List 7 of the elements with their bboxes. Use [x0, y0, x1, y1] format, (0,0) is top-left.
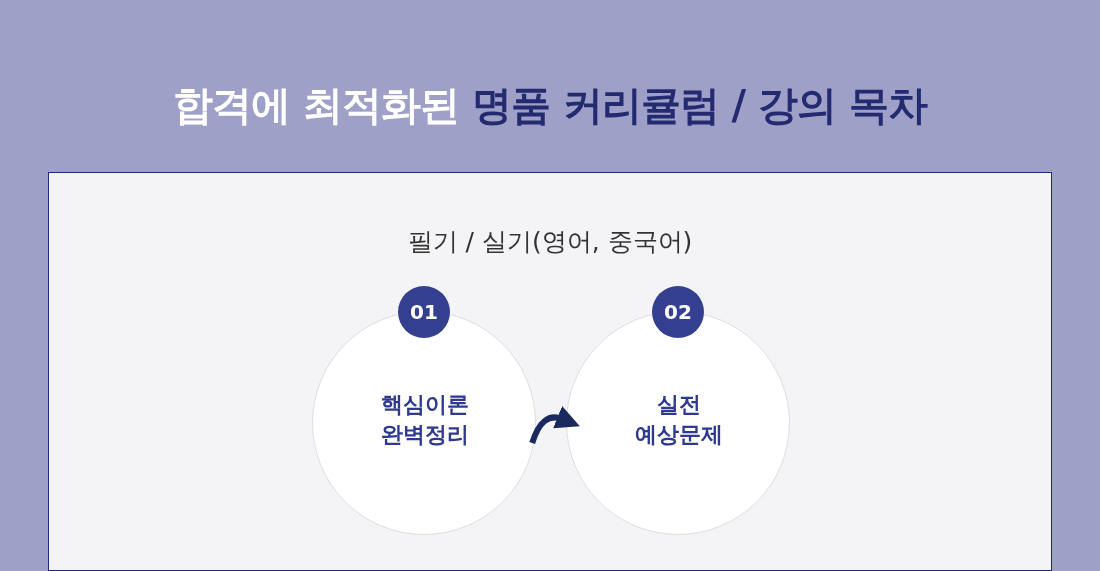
step-number-badge: 01: [398, 286, 450, 338]
step-number-badge: 02: [652, 286, 704, 338]
step-label: 핵심이론 완벽정리: [380, 391, 470, 449]
step-label: 실전 예상문제: [634, 391, 724, 449]
content-panel: [48, 172, 1052, 571]
subtitle: 필기 / 실기(영어, 중국어): [406, 226, 694, 258]
title: 합격에 최적화된 명품 커리큘럼 / 강의 목차: [171, 81, 929, 130]
